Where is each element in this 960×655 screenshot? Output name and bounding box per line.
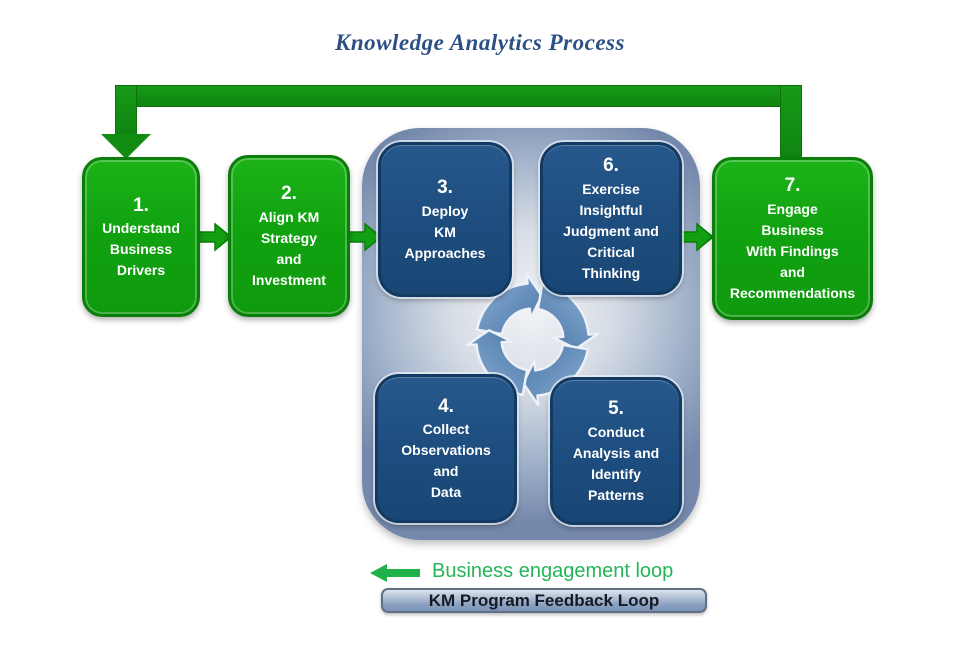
step-label: Conduct Analysis and Identify Patterns (572, 423, 660, 503)
step-number: 6. (603, 155, 619, 177)
step-label: Engage Business With Findings and Recomm… (729, 200, 856, 301)
step-1-understand-business-drivers: 1. Understand Business Drivers (82, 157, 200, 317)
feedback-loop-left-segment (115, 85, 137, 137)
step-label: Deploy KM Approaches (404, 202, 486, 261)
feedback-loop-horizontal-bar (115, 85, 802, 107)
step-2-align-km-strategy: 2. Align KM Strategy and Investment (228, 155, 350, 317)
step-5-conduct-analysis: 5. Conduct Analysis and Identify Pattern… (550, 377, 682, 525)
step-label: Align KM Strategy and Investment (252, 208, 326, 288)
feedback-loop-arrowhead-icon (101, 134, 151, 159)
step-number: 2. (281, 183, 297, 205)
step-label: Collect Observations and Data (401, 421, 491, 501)
feedback-loop-right-segment (780, 85, 802, 163)
diagram-title: Knowledge Analytics Process (335, 30, 625, 55)
legend-km-feedback-loop: KM Program Feedback Loop (381, 588, 707, 613)
step-number: 1. (133, 194, 149, 216)
legend-business-engagement-label: Business engagement loop (432, 560, 674, 582)
step-6-exercise-judgment: 6. Exercise Insightful Judgment and Crit… (540, 142, 682, 295)
step-4-collect-observations: 4. Collect Observations and Data (375, 374, 517, 523)
cycle-arrows-icon (465, 272, 600, 407)
step-label: Exercise Insightful Judgment and Critica… (563, 180, 659, 281)
step-number: 7. (784, 175, 801, 197)
step-number: 5. (608, 398, 624, 420)
legend-left-arrow-icon (370, 564, 420, 582)
step-number: 4. (438, 395, 454, 417)
step-number: 3. (437, 177, 453, 199)
step-label: Understand Business Drivers (102, 220, 180, 279)
flow-arrow-6-to-7-icon (679, 222, 713, 252)
flow-arrow-2-to-3-icon (347, 222, 381, 252)
step-3-deploy-km-approaches: 3. Deploy KM Approaches (378, 142, 512, 297)
flow-arrow-1-to-2-icon (197, 222, 231, 252)
step-7-engage-business: 7. Engage Business With Findings and Rec… (712, 157, 873, 320)
legend-km-feedback-label: KM Program Feedback Loop (428, 590, 660, 610)
